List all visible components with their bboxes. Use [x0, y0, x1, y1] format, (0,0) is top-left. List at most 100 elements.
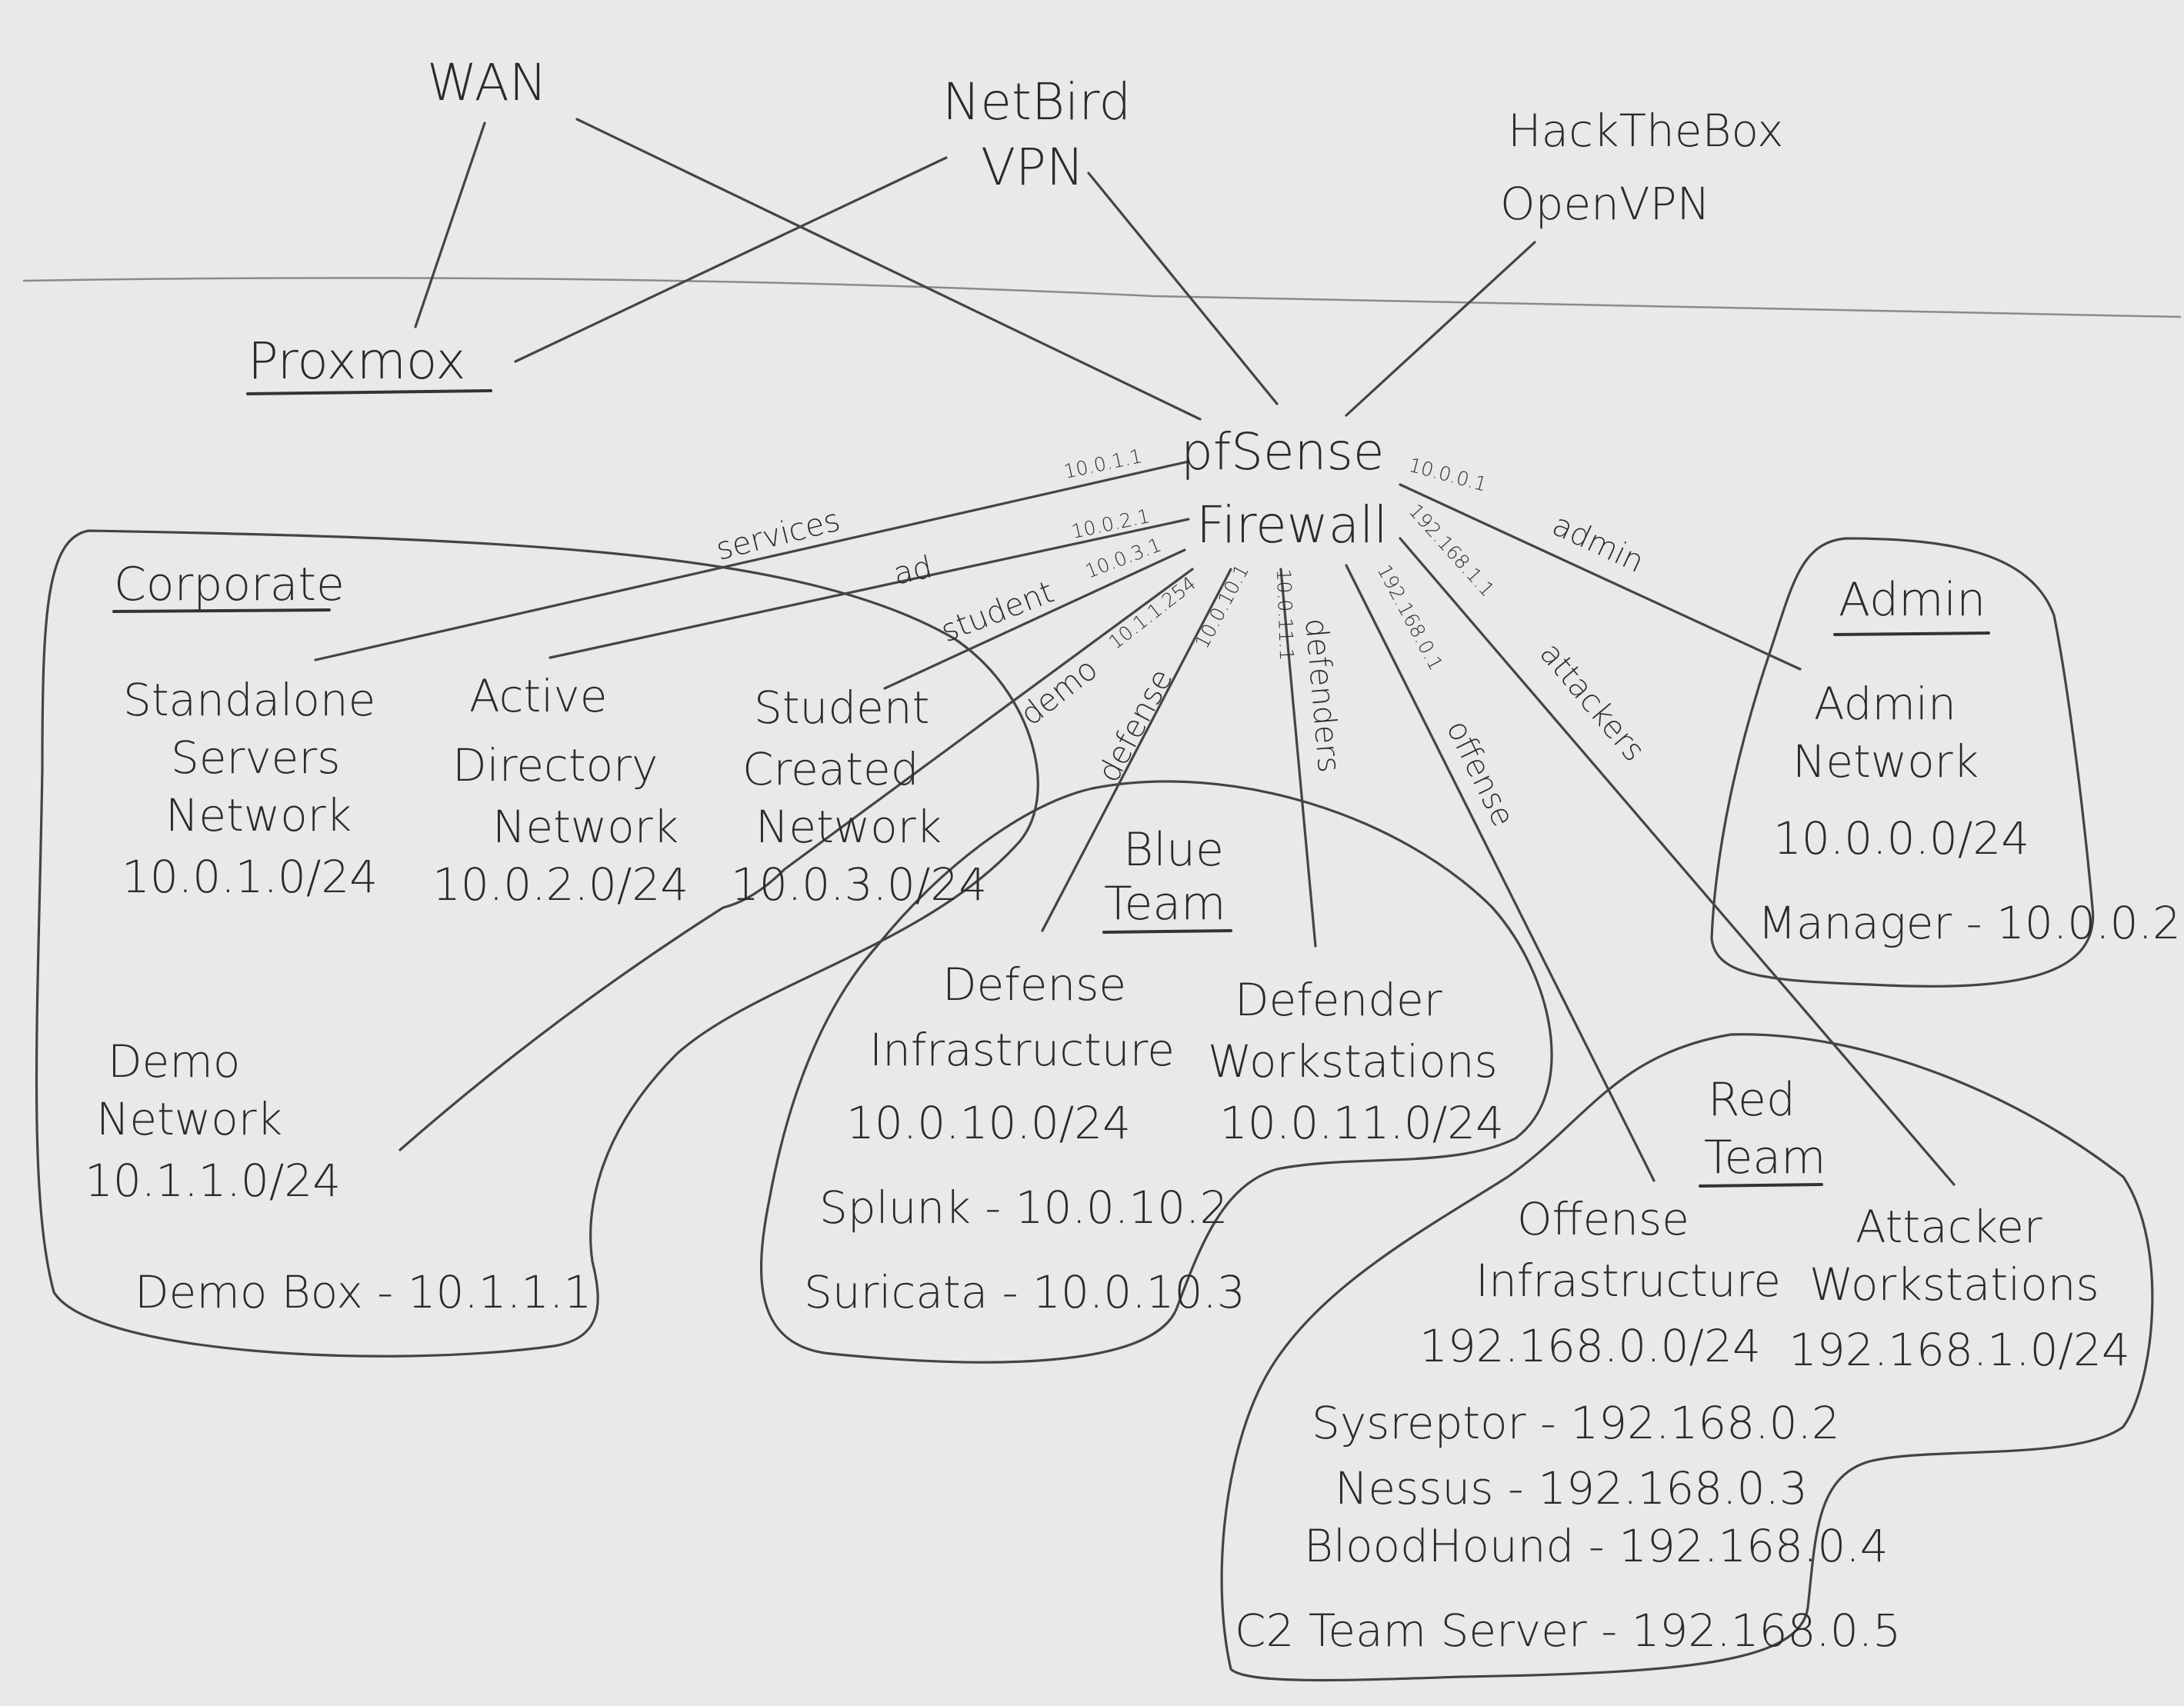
link-ad-label: ad [891, 549, 935, 591]
red-team-title-2: Team [1704, 1131, 1826, 1185]
splunk-host: Splunk - 10.0.10.2 [819, 1181, 1228, 1234]
blue-team-underline [1102, 929, 1232, 934]
defense-subnet: 10.0.10.0/24 [846, 1097, 1131, 1149]
link-defense-ip: 10.0.10.1 [1191, 561, 1254, 652]
suricata-host: Suricata - 10.0.10.3 [804, 1266, 1245, 1318]
offense-infrastructure: Offense Infrastructure 192.168.0.0/24 [1419, 1193, 1781, 1372]
c2-host: C2 Team Server - 192.168.0.5 [1235, 1604, 1901, 1657]
ad-line-1: Active [469, 670, 607, 722]
line-demo [398, 568, 1194, 1151]
blue-team-title-2: Team [1104, 877, 1226, 931]
link-demo-ip: 10.1.1.254 [1105, 572, 1200, 654]
line-services [314, 460, 1190, 661]
offense-subnet: 192.168.0.0/24 [1419, 1320, 1761, 1372]
line-admin [1399, 483, 1802, 671]
admin-line-1: Admin [1814, 678, 1956, 730]
firewall-label: Firewall [1196, 495, 1388, 555]
corporate-outline [35, 529, 1039, 1358]
standalone-line-3: Network [165, 789, 352, 841]
link-admin-ip: 10.0.0.1 [1406, 454, 1489, 496]
active-directory-network: Active Directory Network 10.0.2.0/24 [432, 670, 689, 911]
red-team-title-1: Red [1708, 1073, 1796, 1127]
student-line-2: Created [742, 743, 919, 795]
blue-team-title-1: Blue [1123, 823, 1224, 877]
attacker-line-1: Attacker [1856, 1201, 2042, 1253]
htb-label: HackTheBox [1508, 105, 1784, 157]
line-htb-pfsense [1345, 241, 1536, 417]
corporate-title-underline [112, 608, 331, 613]
link-defenders-ip: 10.0.11.1 [1272, 568, 1298, 661]
link-demo-label: demo [1014, 651, 1105, 733]
demo-line-1: Demo [108, 1035, 240, 1088]
demo-subnet: 10.1.1.0/24 [85, 1155, 341, 1207]
line-wan-proxmox [414, 122, 486, 328]
horizon-line [22, 277, 2182, 318]
defense-infrastructure: Defense Infrastructure 10.0.10.0/24 [846, 958, 1175, 1149]
defender-subnet: 10.0.11.0/24 [1219, 1097, 1504, 1149]
line-defense [1041, 568, 1232, 932]
proxmox-label: Proxmox [248, 332, 465, 391]
student-created-network: Student Created Network 10.0.3.0/24 [731, 681, 987, 911]
link-admin-label: admin [1547, 507, 1649, 580]
wan-label: WAN [427, 53, 547, 112]
offense-line-1: Offense [1517, 1193, 1689, 1245]
admin-title: Admin [1839, 573, 1986, 627]
bloodhound-host: BloodHound - 192.168.0.4 [1304, 1520, 1889, 1572]
attacker-line-2: Workstations [1809, 1258, 2099, 1311]
link-attackers-label: attackers [1532, 636, 1652, 768]
attacker-subnet: 192.168.1.0/24 [1789, 1324, 2130, 1376]
pfsense-label: pfSense [1181, 422, 1384, 481]
line-defenders [1279, 568, 1317, 948]
student-subnet: 10.0.3.0/24 [731, 858, 987, 911]
line-attackers [1399, 537, 1956, 1186]
blue-team-outline [760, 780, 1553, 1364]
line-student [883, 548, 1186, 690]
link-attackers-ip: 192.168.1.1 [1405, 500, 1499, 601]
defense-line-1: Defense [942, 958, 1126, 1011]
admin-outline [1710, 537, 2095, 988]
demo-box-host: Demo Box - 10.1.1.1 [135, 1266, 592, 1318]
admin-subnet: 10.0.0.0/24 [1773, 812, 2029, 865]
manager-host: Manager - 10.0.0.2 [1758, 897, 2181, 949]
link-offense-ip: 192.168.0.1 [1373, 561, 1448, 674]
line-ad [549, 518, 1190, 659]
ad-line-3: Network [492, 801, 679, 853]
ad-line-2: Directory [452, 739, 658, 791]
admin-line-2: Network [1792, 735, 1979, 788]
standalone-line-2: Servers [171, 731, 340, 784]
standalone-servers-network: Standalone Servers Network 10.0.1.0/24 [122, 674, 378, 903]
line-wan-pfsense [575, 118, 1202, 421]
demo-network: Demo Network 10.1.1.0/24 [85, 1035, 341, 1207]
admin-network: Admin Network 10.0.0.0/24 [1773, 678, 2029, 865]
openvpn-label: OpenVPN [1500, 178, 1710, 230]
ad-subnet: 10.0.2.0/24 [432, 858, 689, 911]
attacker-workstations: Attacker Workstations 192.168.1.0/24 [1789, 1201, 2130, 1376]
corporate-title: Corporate [114, 558, 345, 611]
link-services-label: services [712, 502, 843, 567]
admin-title-underline [1833, 631, 1990, 636]
student-line-1: Student [754, 681, 929, 734]
link-defense-label: defense [1091, 663, 1179, 788]
red-team-outline [1220, 1033, 2154, 1682]
standalone-subnet: 10.0.1.0/24 [122, 851, 378, 903]
link-student-label: student [936, 575, 1059, 650]
standalone-line-1: Standalone [123, 674, 375, 726]
sysreptor-host: Sysreptor - 192.168.0.2 [1312, 1397, 1840, 1449]
line-netbird-pfsense [1087, 172, 1279, 405]
link-defenders-label: defenders [1298, 617, 1346, 775]
defender-workstations: Defender Workstations 10.0.11.0/24 [1208, 974, 1504, 1149]
line-offense [1345, 564, 1656, 1182]
defender-line-2: Workstations [1208, 1035, 1498, 1088]
netbird-label: NetBird [942, 72, 1131, 132]
nessus-host: Nessus - 192.168.0.3 [1335, 1462, 1808, 1514]
red-team-underline [1699, 1183, 1823, 1188]
demo-line-2: Network [96, 1093, 282, 1145]
link-services-ip: 10.0.1.1 [1062, 445, 1144, 483]
defender-line-1: Defender [1235, 974, 1442, 1026]
defense-line-2: Infrastructure [869, 1024, 1175, 1076]
proxmox-underline [246, 389, 492, 395]
vpn-label: VPN [981, 138, 1084, 197]
offense-line-2: Infrastructure [1475, 1255, 1781, 1307]
